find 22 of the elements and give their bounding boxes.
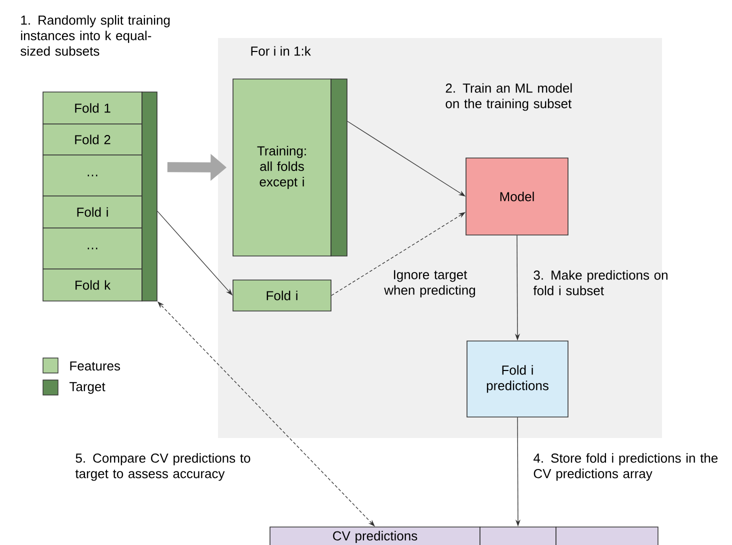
step-label: 2. Train an ML model on the training subset <box>446 83 572 111</box>
edge-label: 5. Compare CV predictions to target to assess accuracy <box>75 453 250 481</box>
legend-label: Target <box>70 382 106 394</box>
target-bar <box>330 78 348 256</box>
fold-box: Fold i <box>232 280 332 312</box>
training-box: Training: all folds except i <box>232 78 332 256</box>
step-label: 1. Randomly split training instances into k equal-sized subsets <box>20 15 170 56</box>
fold-cell: … <box>42 154 142 196</box>
table-cell <box>480 526 556 545</box>
legend-label: Features <box>70 361 120 371</box>
table-cell <box>556 526 658 545</box>
edge-label: 3. Make predictions on fold i subset <box>533 270 668 296</box>
target-bar <box>142 92 158 302</box>
model-box: Model <box>466 158 568 236</box>
fold-cell: … <box>42 228 142 270</box>
predictions-box: Fold i predictions <box>466 340 568 418</box>
fold-cell: Fold 2 <box>42 124 142 156</box>
fold-cell: Fold i <box>42 196 142 228</box>
edge-label: 4. Store fold i predictions in the CV predictions array <box>534 453 718 481</box>
fold-cell: Fold k <box>42 268 142 302</box>
edge-label: Ignore target when predicting <box>384 270 476 298</box>
fold-cell: Fold 1 <box>42 92 142 124</box>
